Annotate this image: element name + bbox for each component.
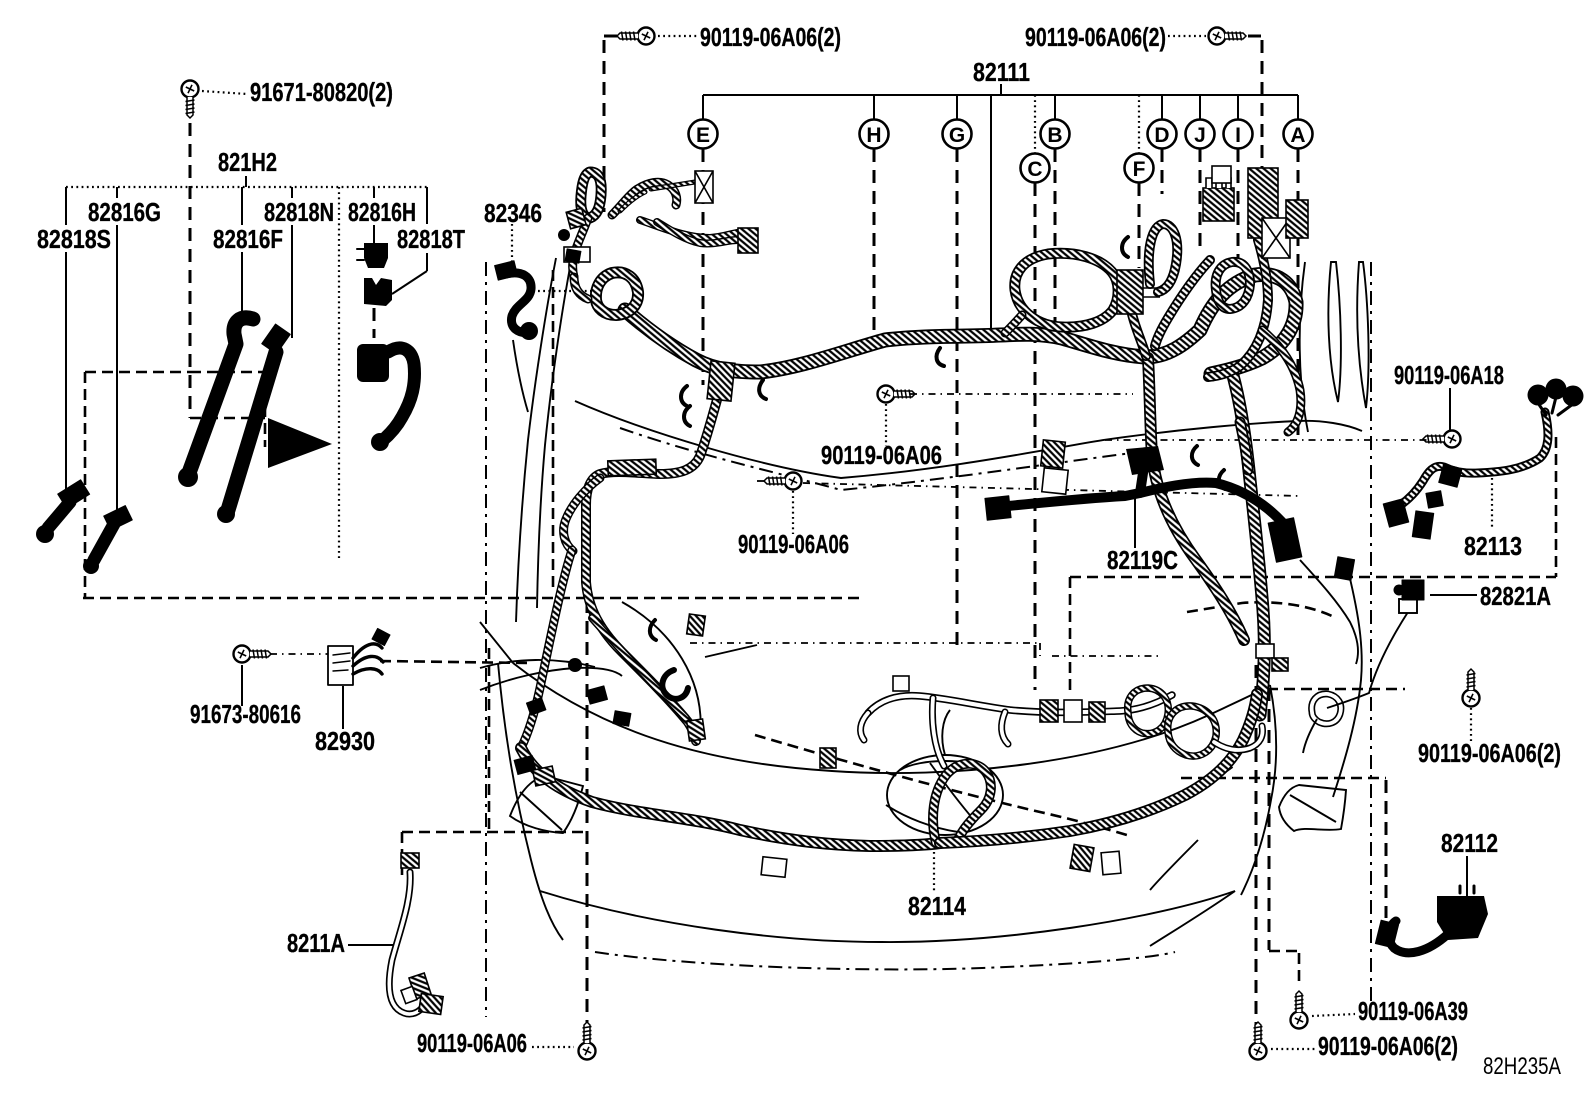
svg-text:90119-06A06(2): 90119-06A06(2) xyxy=(1318,1031,1458,1061)
svg-text:821H2: 821H2 xyxy=(218,147,277,177)
svg-text:C: C xyxy=(1027,158,1042,181)
svg-text:D: D xyxy=(1154,124,1169,147)
svg-text:82112: 82112 xyxy=(1441,828,1498,858)
svg-text:82346: 82346 xyxy=(484,198,542,228)
svg-text:90119-06A18: 90119-06A18 xyxy=(1394,360,1504,390)
svg-text:90119-06A39: 90119-06A39 xyxy=(1358,996,1468,1026)
svg-text:H: H xyxy=(866,124,881,147)
svg-text:91673-80616: 91673-80616 xyxy=(190,699,301,729)
svg-text:90119-06A06: 90119-06A06 xyxy=(738,529,849,559)
svg-text:82816F: 82816F xyxy=(213,224,283,254)
svg-text:90119-06A06: 90119-06A06 xyxy=(417,1028,527,1058)
svg-text:8211A: 8211A xyxy=(287,928,345,958)
svg-text:82818T: 82818T xyxy=(397,224,465,254)
svg-text:82818N: 82818N xyxy=(264,197,334,227)
svg-text:E: E xyxy=(696,124,710,147)
svg-text:82113: 82113 xyxy=(1464,531,1522,561)
svg-text:A: A xyxy=(1290,124,1305,147)
svg-text:B: B xyxy=(1047,124,1062,147)
svg-text:I: I xyxy=(1235,124,1241,147)
svg-text:82111: 82111 xyxy=(973,57,1030,87)
svg-text:90119-06A06(2): 90119-06A06(2) xyxy=(1418,738,1561,768)
svg-text:J: J xyxy=(1194,124,1206,147)
svg-text:82930: 82930 xyxy=(315,726,375,756)
svg-text:82816G: 82816G xyxy=(88,197,161,227)
svg-text:82818S: 82818S xyxy=(37,224,111,254)
svg-text:90119-06A06(2): 90119-06A06(2) xyxy=(1025,22,1166,52)
svg-text:F: F xyxy=(1133,158,1146,181)
svg-text:82114: 82114 xyxy=(908,891,966,921)
svg-text:82816H: 82816H xyxy=(348,197,416,227)
svg-text:91671-80820(2): 91671-80820(2) xyxy=(250,77,393,107)
svg-text:90119-06A06: 90119-06A06 xyxy=(821,440,942,470)
svg-text:82119C: 82119C xyxy=(1107,545,1178,575)
svg-text:G: G xyxy=(949,124,965,147)
svg-text:90119-06A06(2): 90119-06A06(2) xyxy=(700,22,841,52)
svg-text:82H235A: 82H235A xyxy=(1483,1053,1561,1080)
svg-text:82821A: 82821A xyxy=(1480,581,1551,611)
